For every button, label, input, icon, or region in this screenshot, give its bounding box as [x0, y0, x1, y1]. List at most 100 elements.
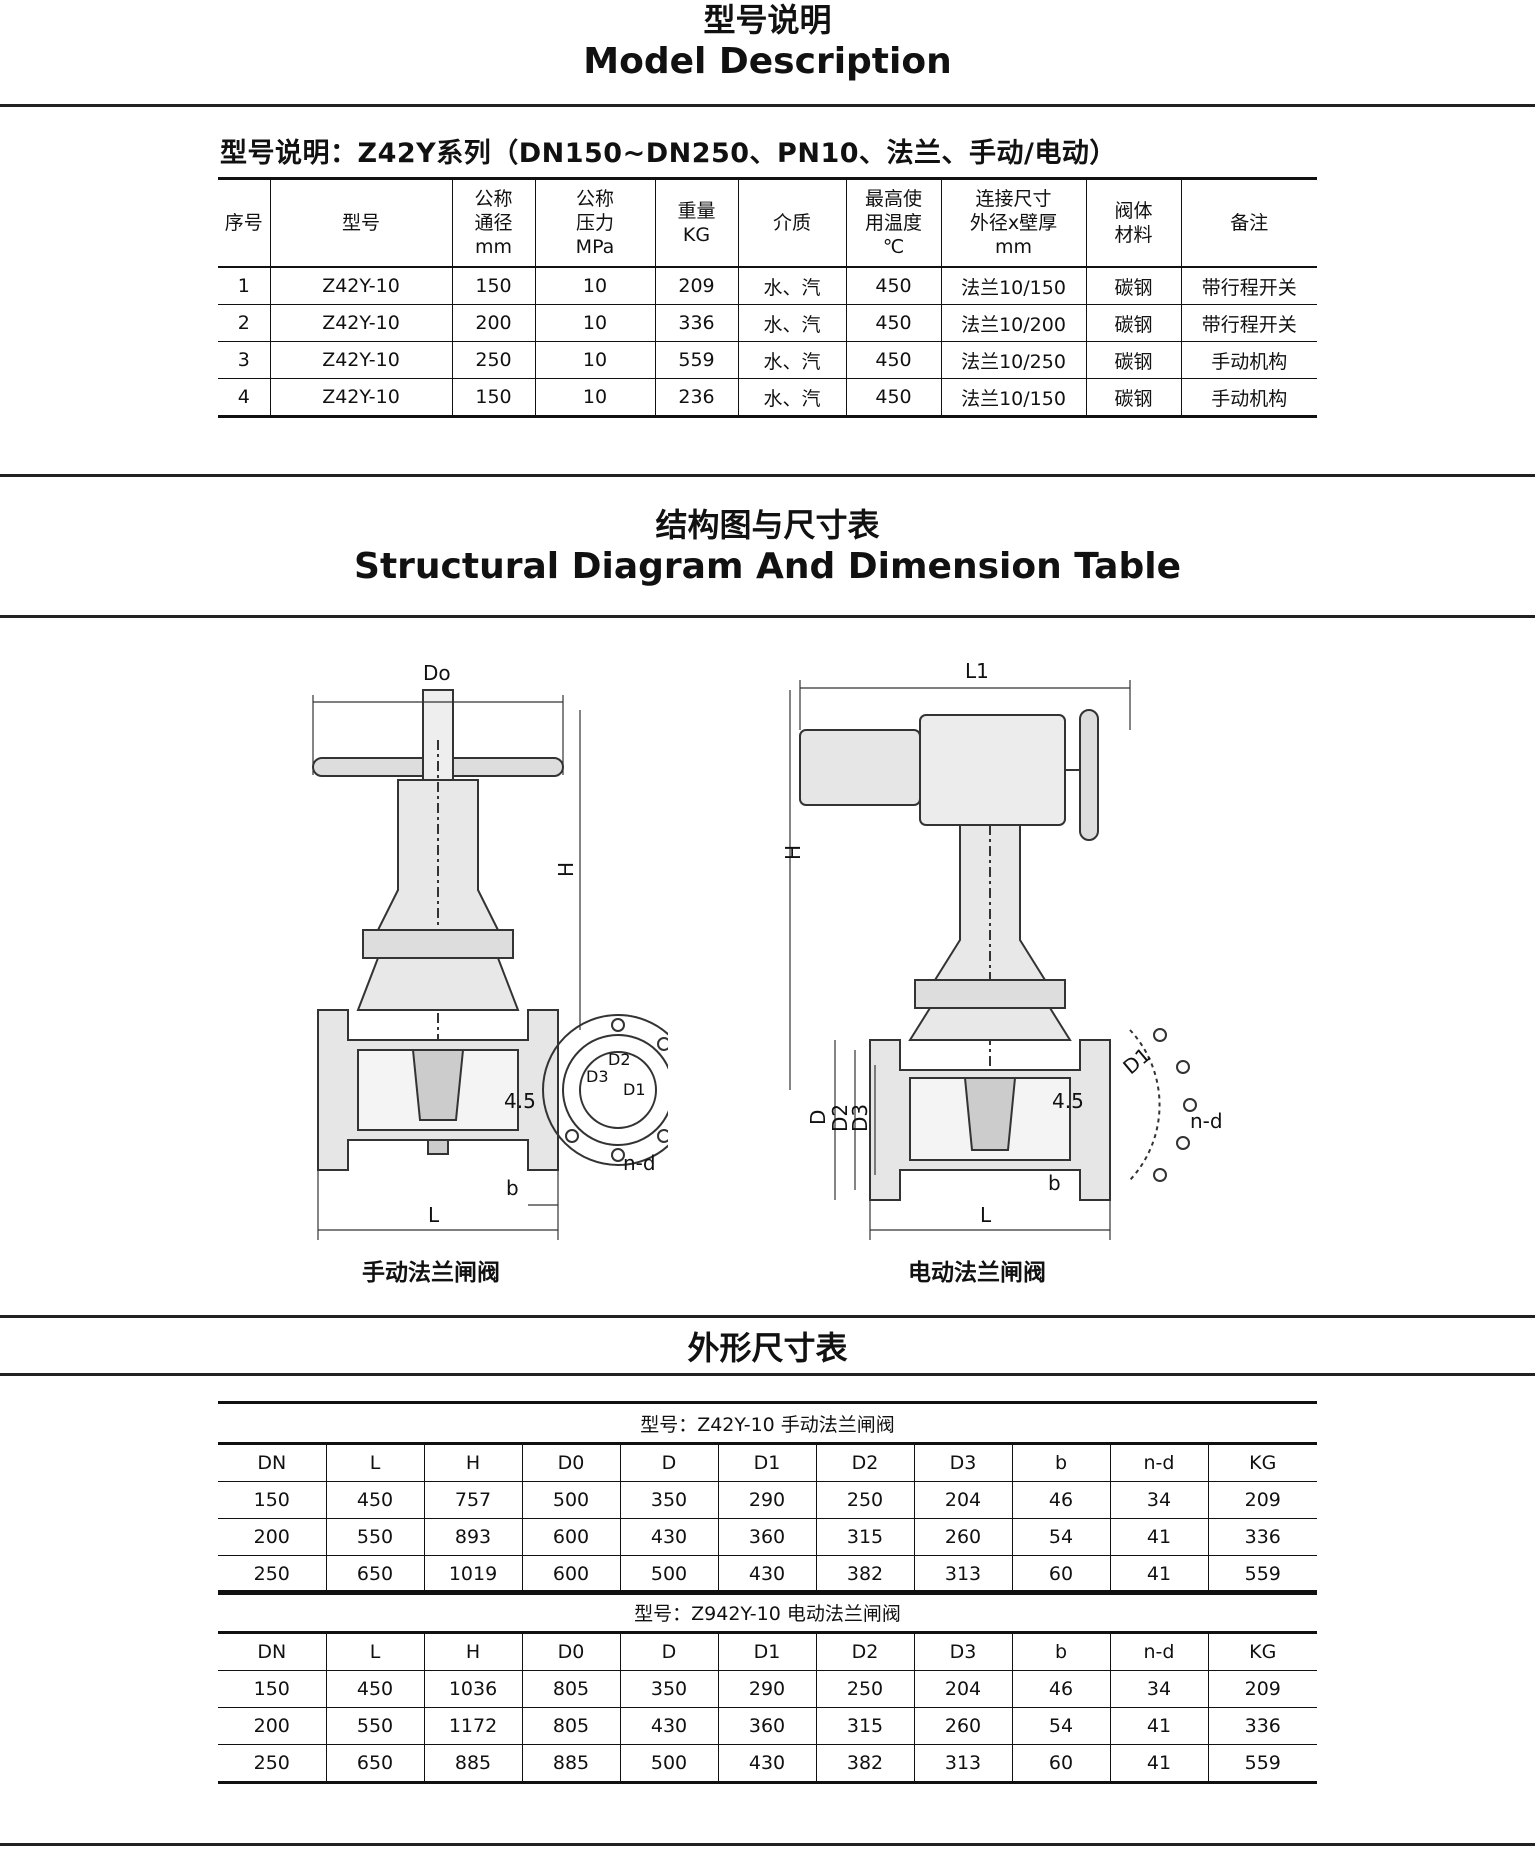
divider	[0, 104, 1535, 107]
dimension-table-cell: 500	[620, 1555, 719, 1594]
section-header-model: 型号说明 Model Description	[0, 0, 1535, 84]
dimension-table-cell: 315	[816, 1707, 915, 1745]
dimension-header-cell: L	[326, 1632, 425, 1671]
dimension-table-caption-row: 型号：Z942Y-10 电动法兰闸阀	[218, 1591, 1317, 1634]
model-table-cell: 碳钢	[1085, 378, 1182, 417]
model-table-cell: 450	[845, 341, 942, 379]
dim-label-t: 4.5	[504, 1089, 536, 1113]
dimension-header-cell: D2	[816, 1443, 915, 1482]
model-table-cell: Z42Y-10	[269, 304, 453, 342]
dimension-header-cell: D	[620, 1443, 719, 1482]
dimension-table-cell: 290	[718, 1481, 817, 1519]
dimension-table-cell: 500	[620, 1744, 719, 1783]
model-header-line: 用温度	[864, 212, 922, 234]
dimension-table-cell: 336	[1208, 1518, 1317, 1556]
model-header-line: 序号	[224, 212, 263, 234]
dimension-table-cell: 1172	[424, 1707, 523, 1745]
model-header-line: 最高使	[864, 188, 922, 210]
dimension-table-cell: 41	[1110, 1707, 1209, 1745]
dimension-table-cell: 500	[522, 1481, 621, 1519]
model-header-line: KG	[682, 224, 711, 246]
model-table-cell: 碳钢	[1085, 266, 1182, 305]
model-header-line: ℃	[882, 236, 905, 258]
dim-label-l1: L1	[965, 659, 989, 683]
model-table-cell: 10	[534, 304, 656, 342]
dimension-header-cell: D0	[522, 1632, 621, 1671]
dimension-table-cell: 34	[1110, 1670, 1209, 1708]
model-header-line: 重量	[677, 200, 716, 222]
model-table-cell: 200	[451, 304, 536, 342]
dimension-table-cell: 336	[1208, 1707, 1317, 1745]
model-table-cell: 碳钢	[1085, 341, 1182, 379]
dimension-header-cell: D1	[718, 1443, 817, 1482]
dimension-table-cell: 204	[914, 1670, 1013, 1708]
dimension-table-caption: 型号：Z942Y-10 电动法兰闸阀	[218, 1591, 1317, 1634]
model-table-cell: 336	[654, 304, 739, 342]
dimension-table-cell: 430	[620, 1707, 719, 1745]
model-table-cell: 10	[534, 341, 656, 379]
dimension-table-cell: 46	[1012, 1481, 1111, 1519]
model-table-cell: 450	[845, 266, 942, 305]
dimension-table-cell: 430	[620, 1518, 719, 1556]
model-table-cell: 带行程开关	[1180, 266, 1317, 305]
dimension-table-cell: 41	[1110, 1744, 1209, 1783]
dimension-table-cell: 209	[1208, 1670, 1317, 1708]
dimension-header-cell: b	[1012, 1632, 1111, 1671]
dimension-table-cell: 885	[522, 1744, 621, 1783]
dimension-table-cell: 260	[914, 1518, 1013, 1556]
dim-label-d3: D3	[586, 1067, 609, 1086]
dimension-table-cell: 200	[218, 1518, 327, 1556]
dim-label-do: Do	[423, 661, 451, 685]
model-table-cell: 236	[654, 378, 739, 417]
model-header-line: MPa	[575, 236, 615, 258]
model-table-cell: 2	[218, 304, 271, 342]
dimension-table-cell: 360	[718, 1518, 817, 1556]
model-header-line: 阀体	[1114, 200, 1153, 222]
dimension-table-cell: 315	[816, 1518, 915, 1556]
dimension-header-cell: n-d	[1110, 1632, 1209, 1671]
dimension-table-cell: 150	[218, 1670, 327, 1708]
model-subtitle: 型号说明：Z42Y系列（DN150~DN250、PN10、法兰、手动/电动）	[220, 138, 1117, 169]
dimension-table-cell: 313	[914, 1744, 1013, 1783]
dimension-table-cell: 757	[424, 1481, 523, 1519]
model-table-cell: 手动机构	[1180, 378, 1317, 417]
dimension-table-cell: 54	[1012, 1518, 1111, 1556]
dimension-table-cell: 209	[1208, 1481, 1317, 1519]
dimension-header-cell: D3	[914, 1632, 1013, 1671]
dimension-table-cell: 382	[816, 1744, 915, 1783]
model-table-cell: 250	[451, 341, 536, 379]
model-header-cell: 阀体材料	[1085, 178, 1182, 268]
dimension-table-cell: 41	[1110, 1518, 1209, 1556]
model-table-cell: 水、汽	[737, 266, 847, 305]
bolt-holes	[565, 1018, 668, 1162]
dimension-table-cell: 250	[218, 1555, 327, 1594]
model-table-cell: 10	[534, 378, 656, 417]
section-title-en: Structural Diagram And Dimension Table	[354, 546, 1181, 587]
model-table-cell: Z42Y-10	[269, 266, 453, 305]
model-header-line: 介质	[772, 212, 811, 234]
dimension-header-cell: L	[326, 1443, 425, 1482]
model-header-line: 备注	[1230, 212, 1269, 234]
section-header-dimensions: 外形尺寸表	[0, 1328, 1535, 1368]
model-table-cell: 法兰10/200	[940, 304, 1087, 342]
model-header-line: 压力	[575, 212, 614, 234]
model-table-cell: 150	[451, 266, 536, 305]
dimension-table-cell: 54	[1012, 1707, 1111, 1745]
dim-label-l: L	[428, 1203, 440, 1227]
model-table-cell: 1	[218, 266, 271, 305]
model-table-cell: 碳钢	[1085, 304, 1182, 342]
dim-label-d1: D1	[1118, 1043, 1155, 1079]
dimension-lines	[312, 695, 581, 1240]
